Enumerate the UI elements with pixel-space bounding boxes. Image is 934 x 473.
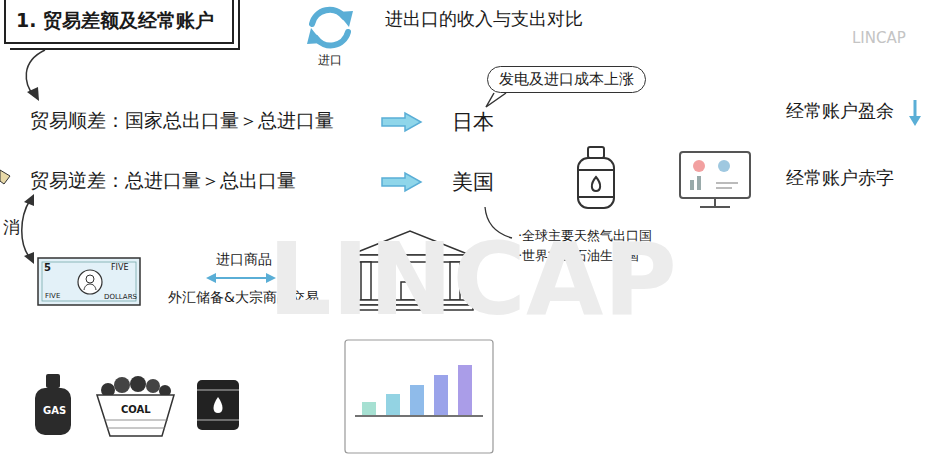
block-arrow xyxy=(382,113,421,131)
monitor-icon xyxy=(680,152,750,207)
double-arrow xyxy=(22,194,34,264)
arrow-label: 进口商品 xyxy=(216,251,272,267)
node-text: 1. 贸易差额及经常账户 xyxy=(16,8,214,34)
title-box: 1. 贸易差额及经常账户 xyxy=(4,0,234,44)
bill-text: FIVE xyxy=(111,263,129,272)
node-text: 发电及进口成本上涨 xyxy=(499,70,634,89)
bill-text: DOLLARS xyxy=(104,293,137,301)
cycle-arrowheads xyxy=(307,11,353,44)
bill-text: FIVE xyxy=(45,292,60,300)
bar-chart xyxy=(345,340,493,453)
country-name: 日本 xyxy=(452,110,494,134)
gas-tank-icon xyxy=(578,147,614,208)
bill-text: 5 xyxy=(44,262,51,274)
double-arrow xyxy=(206,273,276,283)
watermark: LINCAP xyxy=(268,222,677,337)
account-status: 经常账户赤字 xyxy=(786,168,894,189)
icon-text: GAS xyxy=(43,405,66,417)
coal-basket xyxy=(97,376,174,436)
bubble-tail xyxy=(486,93,506,107)
oil-barrel xyxy=(197,380,239,430)
heading-note: 进出口的收入与支出对比 xyxy=(385,9,583,30)
definition-text: 贸易顺差：国家总出口量＞总进口量 xyxy=(30,110,334,132)
cut-text: 消 xyxy=(3,218,20,238)
pencil-icon xyxy=(0,170,10,184)
down-arrow xyxy=(909,100,921,126)
block-arrow xyxy=(382,173,421,191)
gas-cylinder xyxy=(35,374,71,435)
country-name: 美国 xyxy=(452,170,494,194)
watermark: LINCAP xyxy=(852,30,906,47)
definition-text: 贸易逆差：总进口量＞总出口量 xyxy=(30,170,296,192)
icon-caption: 进口 xyxy=(318,54,342,68)
dollar-bill xyxy=(38,258,140,305)
account-status: 经常账户盈余 xyxy=(786,101,894,122)
title-pointer xyxy=(26,50,45,101)
icon-text: COAL xyxy=(121,404,151,416)
speech-bubble: 发电及进口成本上涨 xyxy=(487,66,646,93)
